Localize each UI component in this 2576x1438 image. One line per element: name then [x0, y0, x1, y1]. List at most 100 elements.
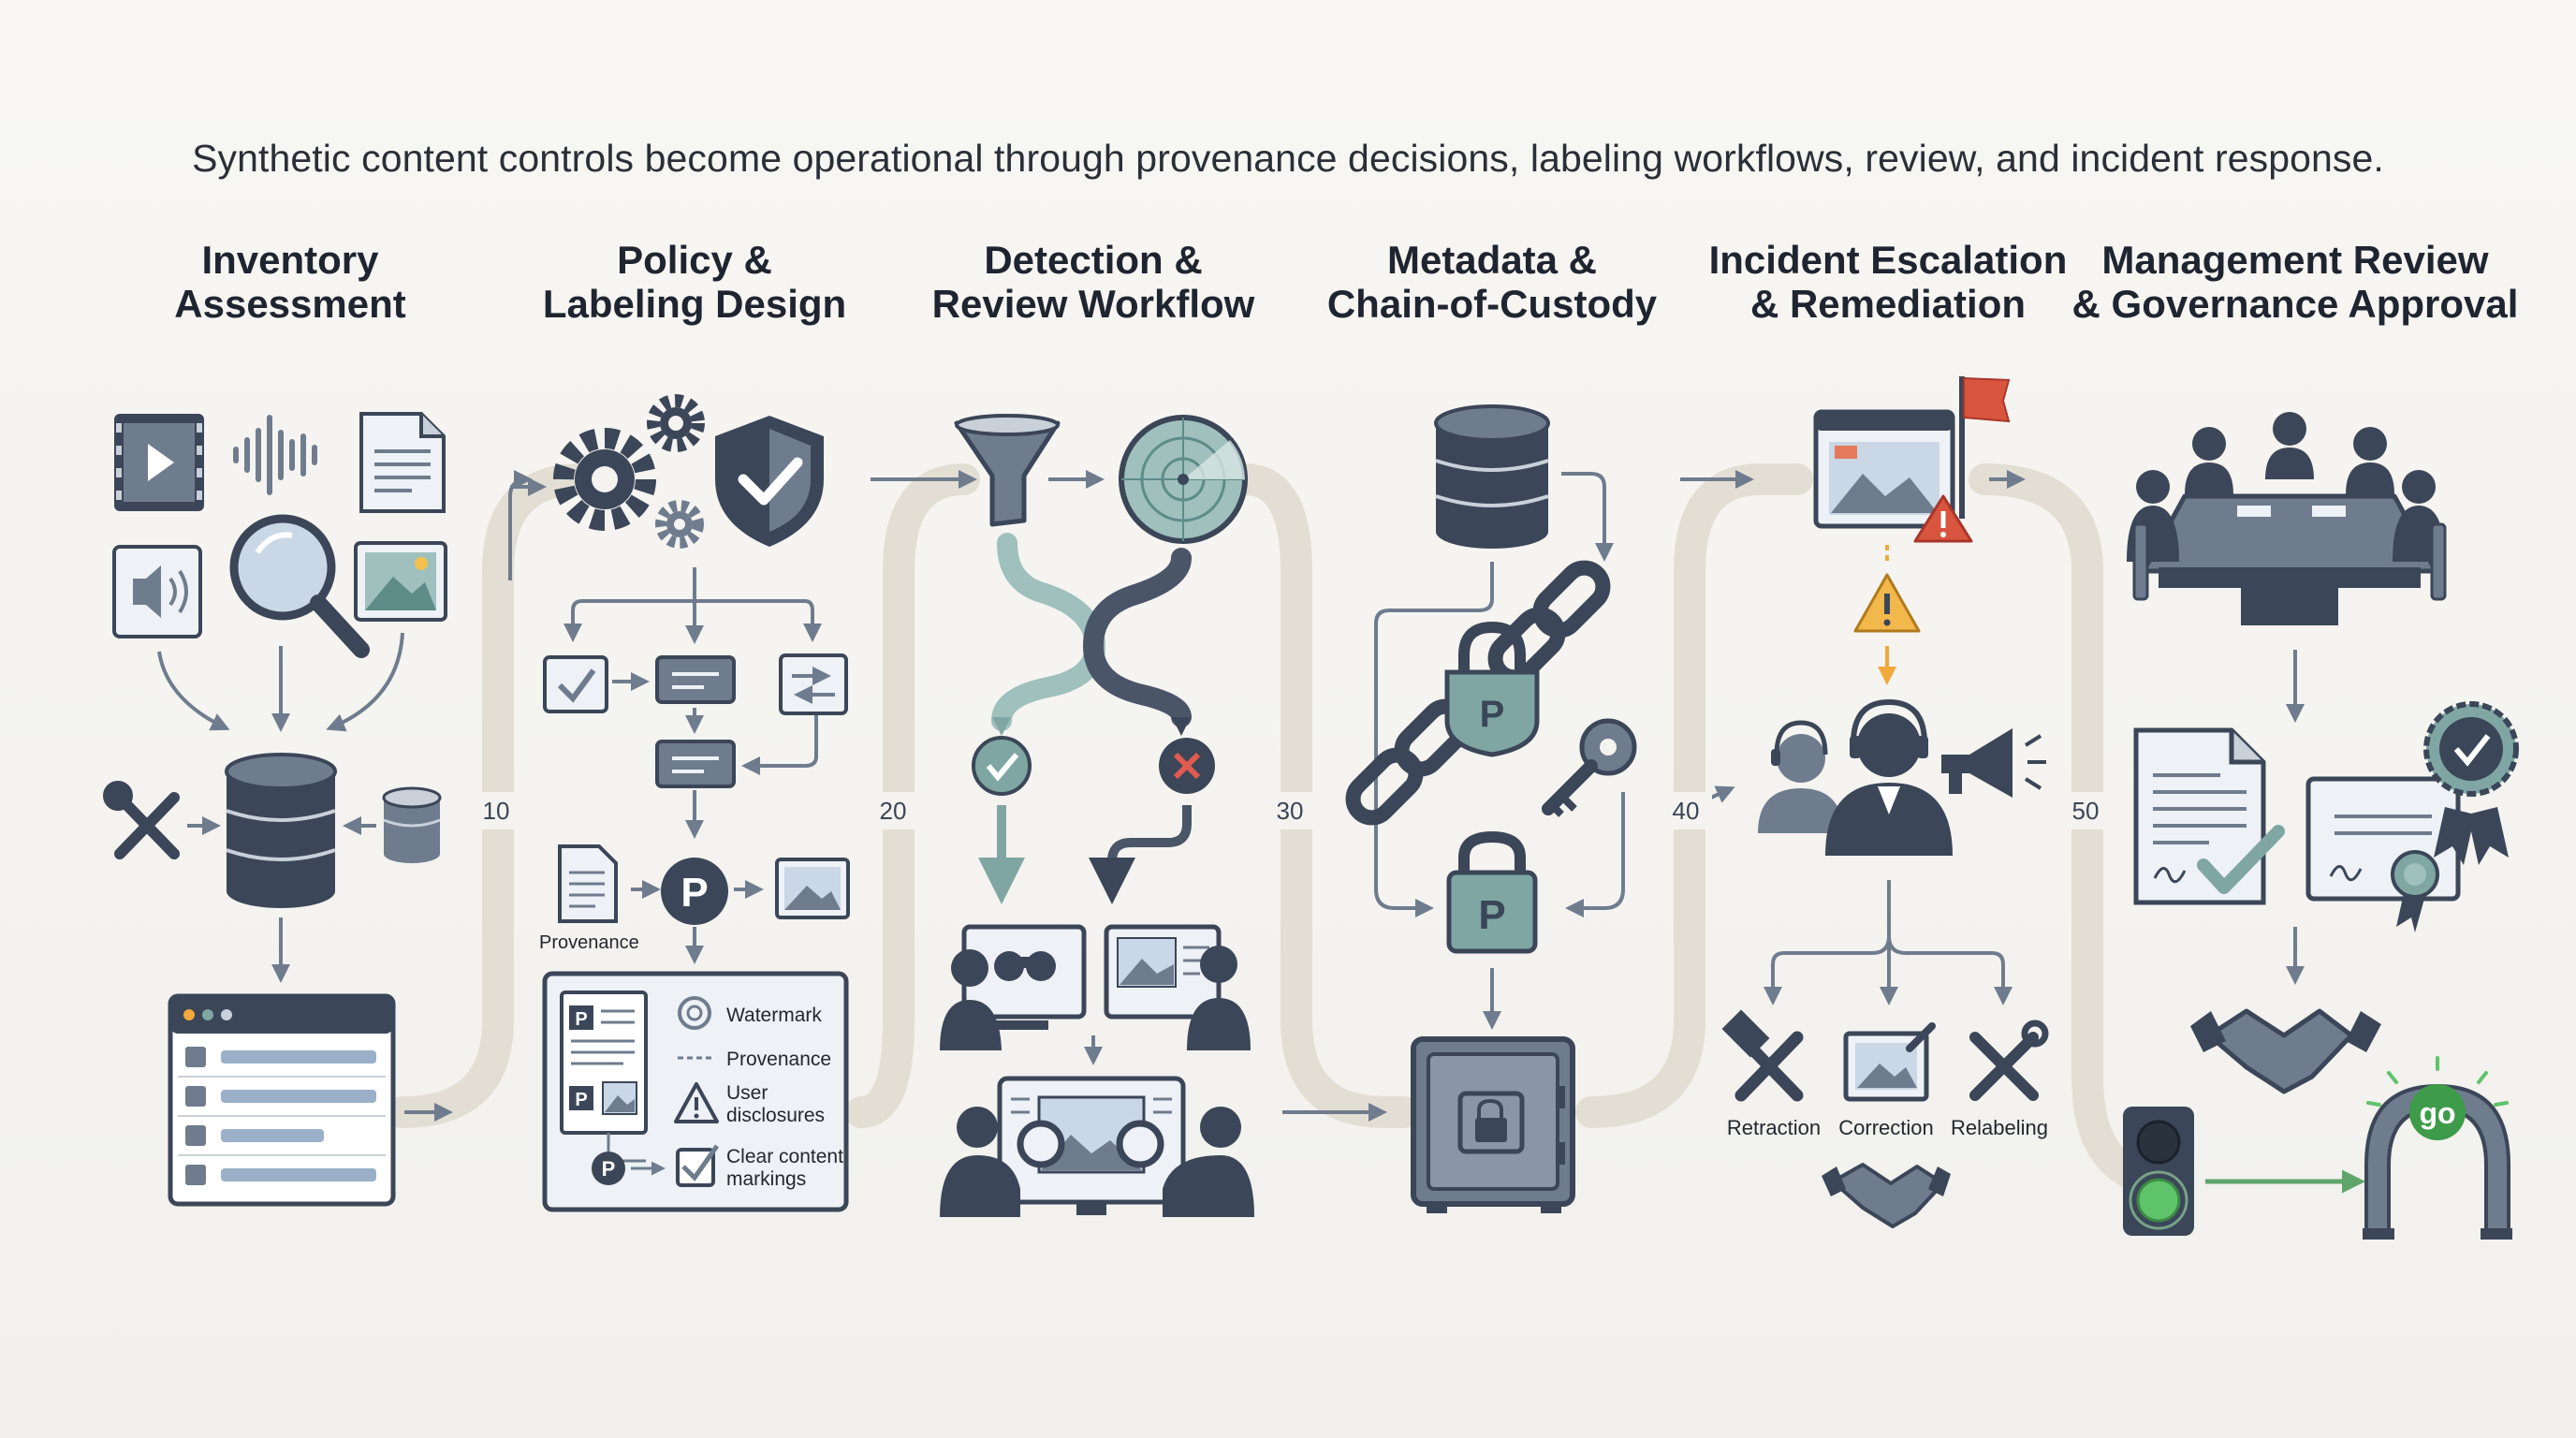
audio-waveform-icon [233, 415, 317, 495]
stage-title-detection: Detection & Review Workflow [869, 238, 1318, 326]
padlock-p-letter-2: P [1478, 892, 1505, 938]
legend-p-letter-2: P [575, 1090, 587, 1110]
stage-title-incident: Incident Escalation & Remediation [1663, 238, 2113, 326]
shield-check-icon [715, 416, 824, 547]
stage-title-metadata: Metadata & Chain-of-Custody [1267, 238, 1717, 326]
stage-title-line: Detection & [984, 238, 1203, 282]
connector-label: 40 [1673, 797, 1700, 825]
signed-document-icon [2133, 727, 2285, 905]
team-review-screen [940, 1076, 1254, 1217]
magnifier-icon [229, 514, 370, 658]
stage-policy: Provenance P P P [539, 394, 850, 1212]
reject-x-icon [1159, 738, 1215, 794]
policy-swap-node [779, 653, 848, 715]
padlock-p-icon-2: P [1446, 830, 1538, 954]
stage-title-line: & Governance Approval [2071, 282, 2519, 326]
stage-title-governance: Management Review & Governance Approval [2071, 238, 2520, 326]
legend-user-disclosures-2: disclosures [726, 1105, 825, 1126]
gear-icon [553, 394, 705, 549]
stage-title-inventory: Inventory Assessment [66, 238, 515, 326]
remediation-branch-arrows [1764, 880, 2012, 1005]
labeling-legend-panel: P P P Watermark Provenance [542, 971, 849, 1212]
reject-down-arrow [1089, 805, 1192, 904]
remediation-option-relabeling: Relabeling [1951, 1116, 2048, 1139]
stage-title-policy: Policy & Labeling Design [470, 238, 919, 326]
video-file-icon [114, 414, 204, 511]
stage-title-line: & Remediation [1749, 282, 2027, 326]
agreement-handshake-icon [2190, 1008, 2381, 1094]
boardroom-meeting-icon [2127, 412, 2447, 625]
remediation-option-retraction: Retraction [1727, 1116, 1821, 1139]
legend-p-letter: P [575, 1009, 587, 1030]
policy-image-icon [775, 858, 850, 919]
audio-file-icon [112, 545, 202, 638]
stage-title-line: Management Review [2101, 238, 2489, 282]
p-badge-letter: P [681, 870, 708, 916]
stage-title-line: Metadata & [1386, 238, 1598, 282]
stage-title-line: Policy & [617, 238, 772, 282]
legend-provenance: Provenance [726, 1049, 831, 1070]
correction-image-icon [1843, 1022, 1936, 1102]
image-file-icon [354, 541, 447, 622]
metadata-database-icon [1434, 404, 1550, 549]
legend-clear-markings-1: Clear content [726, 1146, 843, 1167]
legend-user-disclosures-1: User [726, 1082, 768, 1104]
provenance-caption: Provenance [539, 932, 639, 953]
diagram-subtitle: Synthetic content controls become operat… [192, 137, 2384, 180]
megaphone-icon [1941, 728, 2046, 798]
watermark-icon [678, 996, 711, 1030]
certificate-icon [2305, 776, 2461, 932]
go-label: go [2419, 1096, 2455, 1130]
vault-safe-icon [1411, 1036, 1575, 1213]
stage-title-line: Chain-of-Custody [1326, 282, 1658, 326]
policy-checkbox-node [543, 655, 608, 713]
stage-title-line: Labeling Design [542, 282, 847, 326]
metadata-flow-arrows [1374, 472, 1625, 1030]
approve-check-icon [972, 736, 1032, 796]
stage-governance: go [2123, 412, 2519, 1240]
stage-title-line: Assessment [174, 282, 406, 326]
red-flag-icon [1959, 376, 2011, 519]
inventory-inflow-arrows [157, 632, 404, 732]
hammer-wrench-icon [1721, 1009, 1804, 1102]
stage-inventory [103, 412, 447, 1207]
connector-labels: 10 20 30 40 50 [470, 792, 2112, 829]
padlock-p-icon: P [1444, 621, 1540, 757]
reviewer-image-check [1104, 924, 1251, 1050]
document-icon [359, 412, 446, 513]
connector-label: 20 [880, 797, 907, 825]
approval-rosette-icon [2423, 701, 2519, 865]
alert-warning-icon [1913, 494, 1973, 543]
connector-label: 50 [2072, 797, 2100, 825]
flagged-content-window [1813, 409, 1955, 529]
stage-incident: Retraction Correction Relabeling [1721, 376, 2049, 1228]
handshake-icon [1822, 1163, 1951, 1228]
tools-icon [103, 781, 180, 859]
branch-paths [991, 533, 1192, 731]
policy-flow-arrows [564, 567, 822, 964]
pipe-arrows [404, 470, 2026, 1122]
connector-label: 30 [1277, 797, 1304, 825]
legend-p-circle: P [602, 1157, 616, 1181]
padlock-p-letter: P [1480, 694, 1505, 735]
stage-metadata: P P [1345, 404, 1637, 1213]
stage-title-line: Inventory [201, 238, 379, 282]
traffic-light-icon [2123, 1107, 2194, 1236]
remediation-option-correction: Correction [1838, 1116, 1933, 1139]
provenance-p-badge: P [661, 858, 728, 925]
connector-label: 10 [483, 797, 510, 825]
stage-title-line: Review Workflow [931, 282, 1255, 326]
go-gate-icon: go [2363, 1056, 2512, 1240]
central-database-icon [225, 753, 337, 908]
crossed-tools-icon [1969, 1020, 2049, 1101]
policy-form-node [655, 655, 736, 704]
policy-merge-node [655, 740, 736, 788]
legend-watermark: Watermark [726, 1005, 822, 1026]
stage-detection [940, 414, 1254, 1217]
funnel-icon [954, 414, 1061, 527]
radar-icon [1119, 415, 1248, 544]
reviewer-binoculars [940, 924, 1087, 1050]
legend-clear-markings-2: markings [726, 1168, 806, 1190]
